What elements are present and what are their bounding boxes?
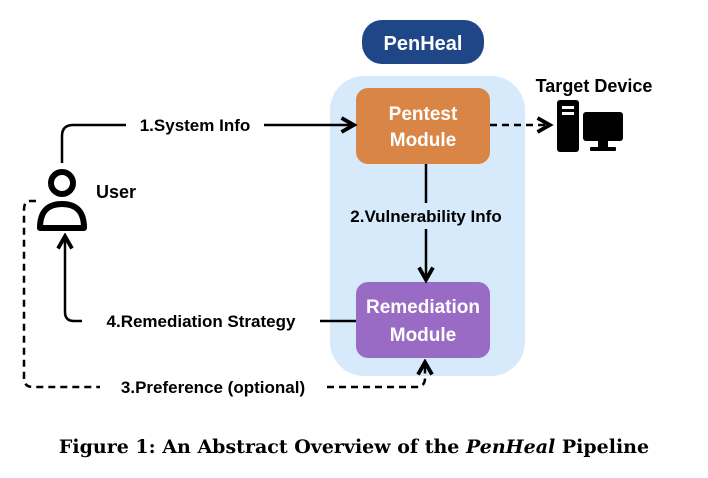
edge-system-info-label: 1.System Info <box>140 116 251 135</box>
edge-remediation-strategy-arrow <box>65 238 82 323</box>
edge-preference-left <box>22 199 100 389</box>
pentest-module-box <box>356 88 490 164</box>
pentest-module-label-line2: Module <box>390 130 457 151</box>
remediation-module-label-line2: Module <box>390 325 457 346</box>
target-device-label: Target Device <box>536 76 653 96</box>
pentest-module-label-line1: Pentest <box>389 104 458 125</box>
penheal-pill-label: PenHeal <box>384 33 463 55</box>
remediation-module-box <box>356 282 490 358</box>
caption-suffix: Pipeline <box>555 436 650 458</box>
user-label: User <box>96 182 136 202</box>
edge-remediation-strategy-label: 4.Remediation Strategy <box>107 312 296 331</box>
user-icon <box>37 169 87 231</box>
caption-prefix: Figure 1: An Abstract Overview of the <box>58 436 466 458</box>
edge-preference-label: 3.Preference (optional) <box>121 378 305 397</box>
remediation-module-label-line1: Remediation <box>366 297 480 318</box>
penheal-pill <box>362 20 484 64</box>
figure-caption: Figure 1: An Abstract Overview of the Pe… <box>0 436 708 458</box>
edge-system-info <box>60 123 126 163</box>
caption-emphasis: PenHeal <box>466 436 556 458</box>
edge-vulnerability-info-label: 2.Vulnerability Info <box>350 207 501 226</box>
target-device-icon <box>557 100 623 152</box>
edge-preference-right <box>327 364 425 389</box>
